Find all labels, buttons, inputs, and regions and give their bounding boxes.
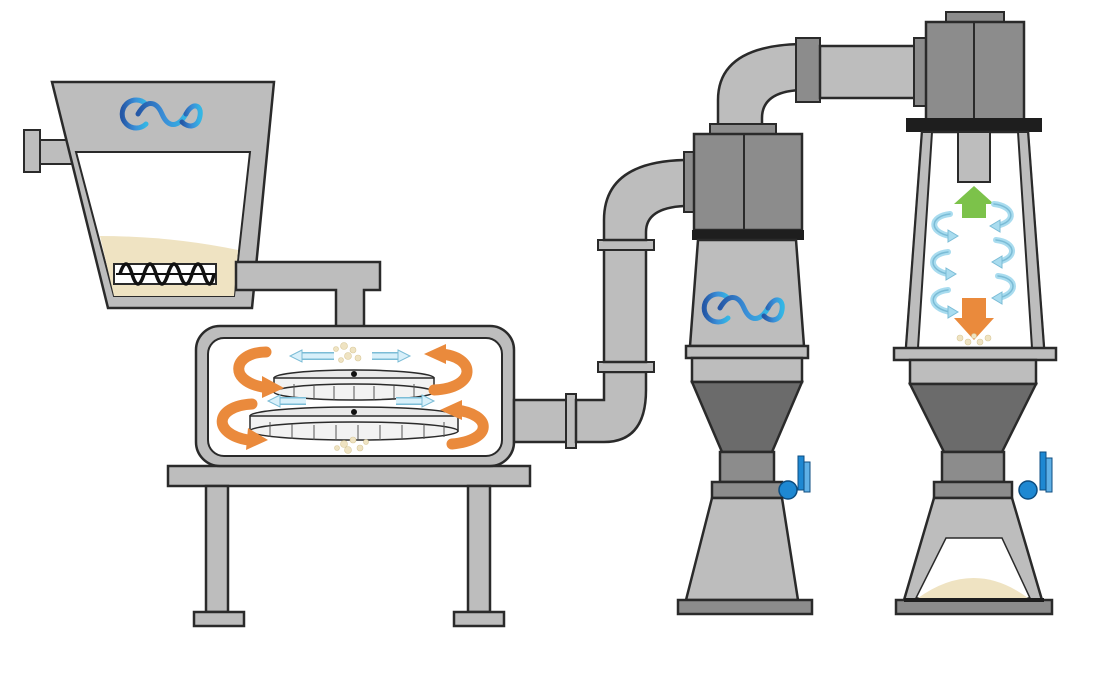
cyclone-flange bbox=[684, 344, 810, 360]
hopper-inlet-flange bbox=[23, 129, 41, 173]
frame-leg-left bbox=[204, 484, 230, 614]
frame-foot-left bbox=[192, 610, 246, 628]
flow-arrow-chamber-lower-left bbox=[266, 394, 306, 408]
pipe-flange bbox=[597, 361, 655, 373]
pipe-flange bbox=[565, 393, 577, 449]
cyclone-valve-body bbox=[710, 480, 784, 500]
support-frame bbox=[166, 464, 532, 628]
pipe-flange bbox=[709, 123, 777, 135]
swirl-arrow-upper-left bbox=[233, 346, 284, 398]
grinding-disc-lower bbox=[249, 406, 459, 441]
grinding-disc-upper bbox=[273, 369, 435, 401]
dust-collector bbox=[892, 11, 1058, 616]
frame-leg-right bbox=[466, 484, 492, 614]
swirl-arrow-lower-right bbox=[440, 400, 489, 450]
collector-vortex-finder bbox=[957, 131, 991, 183]
feed-chute bbox=[234, 260, 382, 334]
feed-hopper bbox=[23, 80, 276, 310]
pipe-flange bbox=[795, 37, 821, 103]
collector-base bbox=[894, 598, 1054, 616]
frame-foot-right bbox=[452, 610, 506, 628]
pipe-flange bbox=[683, 151, 695, 213]
frame-top bbox=[166, 464, 532, 488]
cyclone-inlet-head bbox=[692, 132, 804, 232]
collector-band bbox=[906, 118, 1042, 132]
collector-cone bbox=[907, 382, 1039, 454]
pipe-mill-to-cyclone bbox=[512, 151, 695, 449]
grinding-chamber bbox=[194, 324, 516, 468]
disc-hub-lower bbox=[351, 409, 357, 415]
collected-powder bbox=[918, 578, 1028, 598]
swirl-arrow-lower-left bbox=[216, 398, 268, 450]
flow-arrow-up bbox=[954, 186, 994, 218]
cyclone-body bbox=[688, 238, 806, 348]
swirl-arrow-upper-right bbox=[424, 344, 473, 396]
pipe-cyclone-to-collector bbox=[709, 37, 929, 135]
flow-arrow-chamber-lower-right bbox=[396, 394, 436, 408]
flow-arrow-chamber-upper-left bbox=[288, 349, 334, 363]
collector-discharge-valve bbox=[1018, 451, 1053, 500]
hopper-logo bbox=[119, 97, 203, 131]
cyclone-cone bbox=[690, 380, 804, 454]
cyclone-band bbox=[692, 230, 804, 240]
cyclone-separator bbox=[676, 37, 929, 616]
screw-feeder bbox=[113, 262, 217, 286]
collector-flange bbox=[892, 346, 1058, 362]
pipe-flange bbox=[597, 239, 655, 251]
flow-arrow-chamber-upper-right bbox=[372, 349, 412, 363]
cyclone-discharge-valve bbox=[778, 455, 811, 500]
chamber-particles bbox=[333, 342, 369, 454]
collector-valve-body bbox=[932, 480, 1014, 500]
cyclone-collection-bin bbox=[684, 496, 800, 602]
cyclone-base bbox=[676, 598, 814, 616]
cyclone-logo bbox=[701, 291, 785, 325]
flow-arrow-down bbox=[954, 298, 994, 340]
disc-hub-upper bbox=[351, 371, 357, 377]
collector-particles bbox=[956, 333, 992, 346]
